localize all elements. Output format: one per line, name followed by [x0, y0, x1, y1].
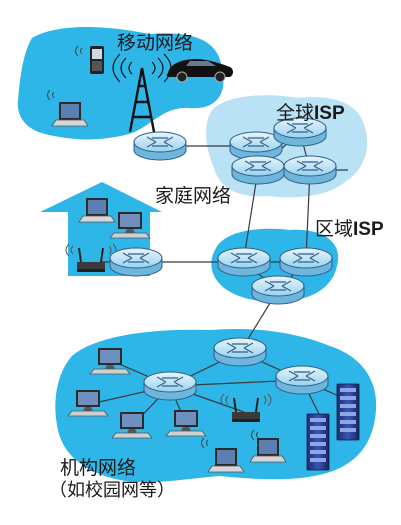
server-icon — [336, 383, 360, 441]
regional-isp-label: 区域ISP — [315, 218, 384, 240]
router-icon — [213, 337, 267, 367]
global-isp-label-suffix: ISP — [314, 103, 345, 124]
cell-tower-icon — [112, 53, 172, 133]
institutional-network-label: 机构网络 — [60, 457, 137, 479]
global-isp-label-prefix: 全球 — [276, 102, 315, 124]
router-icon — [133, 131, 187, 161]
router-icon — [283, 155, 337, 185]
regional-isp-label-suffix: ISP — [353, 219, 384, 240]
home-network-label: 家庭网络 — [155, 185, 232, 207]
router-icon — [109, 247, 163, 277]
global-isp-label: 全球ISP — [276, 102, 345, 124]
server-icon — [306, 413, 330, 471]
cellphone-icon — [90, 46, 104, 74]
router-icon — [279, 247, 333, 277]
router-icon — [143, 371, 197, 401]
mobile-network-label: 移动网络 — [117, 32, 194, 54]
car-icon — [166, 59, 233, 83]
regional-isp-label-prefix: 区域 — [315, 218, 354, 240]
router-icon — [275, 365, 329, 395]
institutional-network-note: （如校园网等） — [49, 480, 175, 501]
router-icon — [251, 275, 305, 305]
router-icon — [231, 155, 285, 185]
router-icon — [217, 247, 271, 277]
